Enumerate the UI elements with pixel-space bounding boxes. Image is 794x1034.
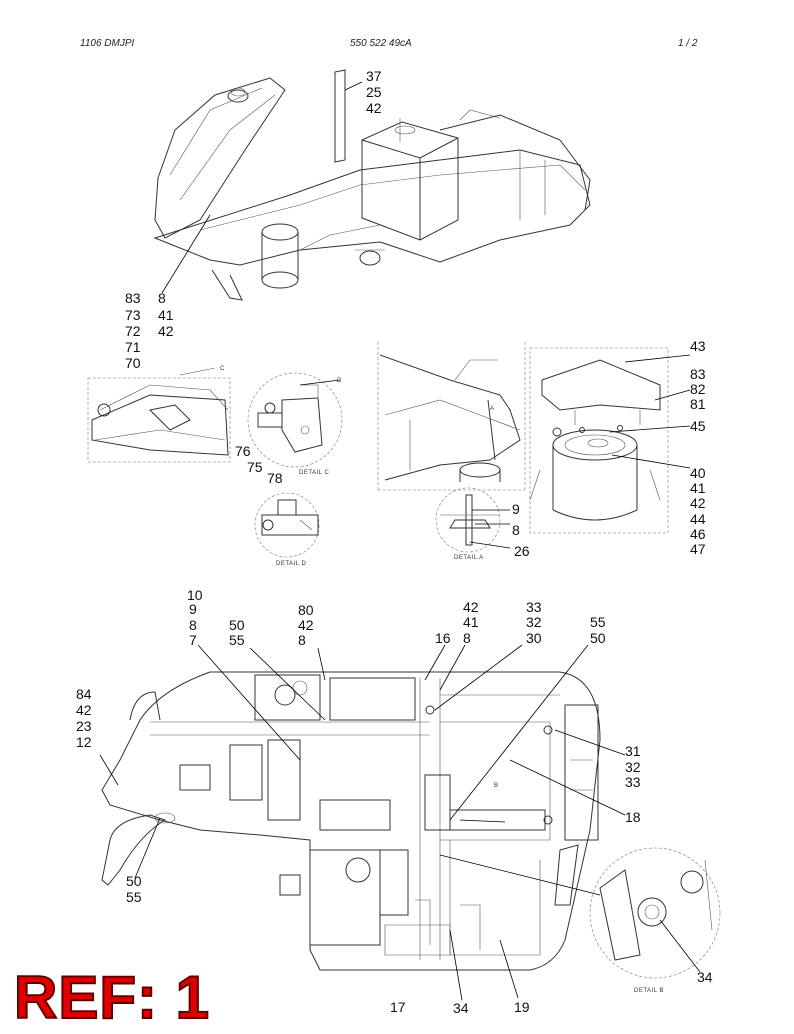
callout-group-bottom-6: 33 32 30	[526, 599, 545, 646]
detail-c-circle	[247, 372, 343, 468]
callout-bottom-19: 19	[514, 999, 530, 1015]
header-part-number: 550 522 49cA	[350, 38, 412, 49]
mid-right-detail-drawing	[529, 347, 669, 534]
detail-d-circle	[254, 492, 320, 558]
detail-b-label: DETAIL B	[634, 988, 664, 994]
callout-group-detail-a: 9 8 26	[512, 501, 530, 559]
callout-group-bottom-8: 84 42 23 12	[76, 686, 95, 750]
view-b-mark: B	[494, 783, 499, 789]
callout-group-mid-right: 43 83 82 81 45 40 41 42 44 46 47	[690, 338, 709, 557]
callout-group-bottom-5: 42 41 8	[463, 599, 482, 646]
view-a-mark: A	[490, 406, 495, 412]
top-assembly-drawing	[153, 69, 591, 301]
callout-group-bottom-4: 16	[435, 630, 451, 646]
callout-group-detail-c: 76 75 78	[235, 443, 283, 486]
bottom-plan-view-drawing	[101, 671, 601, 971]
detail-d-label: DETAIL D	[276, 561, 307, 567]
detail-a-circle	[435, 487, 511, 553]
callout-group-bottom-9: 31 32 33	[625, 743, 644, 790]
callout-group-bottom-2: 50 55	[229, 617, 248, 648]
callout-group-bottom-11: 50 55	[126, 873, 145, 905]
callout-bottom-34: 34	[453, 1000, 469, 1016]
detail-b-circle	[589, 847, 721, 979]
callout-group-bottom-3: 80 42 8	[298, 602, 317, 648]
view-c-mark: C	[220, 366, 225, 372]
header-left-code: 1106 DMJPI	[80, 38, 135, 49]
header-page-indicator: 1 / 2	[678, 38, 698, 49]
callout-group-bottom-7: 55 50	[590, 614, 609, 646]
callout-bottom-17: 17	[390, 999, 406, 1015]
detail-c-label: DETAIL C	[299, 470, 330, 476]
view-c-reference-drawing	[87, 367, 231, 463]
view-d-mark: D	[337, 378, 342, 384]
view-a-reference-drawing	[377, 342, 526, 491]
detail-a-label: DETAIL A	[454, 555, 484, 561]
ref-stamp: REF: 1	[13, 964, 211, 1031]
callout-group-bottom-1: 10 9 8 7	[187, 587, 206, 648]
callout-detail-b-34: 34	[697, 969, 713, 985]
callout-group-top-a: 37 25 42	[366, 68, 385, 116]
callout-group-top-b: 83 73 72 71 70	[125, 290, 144, 371]
callout-group-top-c: 8 41 42	[158, 290, 177, 339]
callout-bottom-18: 18	[625, 809, 641, 825]
